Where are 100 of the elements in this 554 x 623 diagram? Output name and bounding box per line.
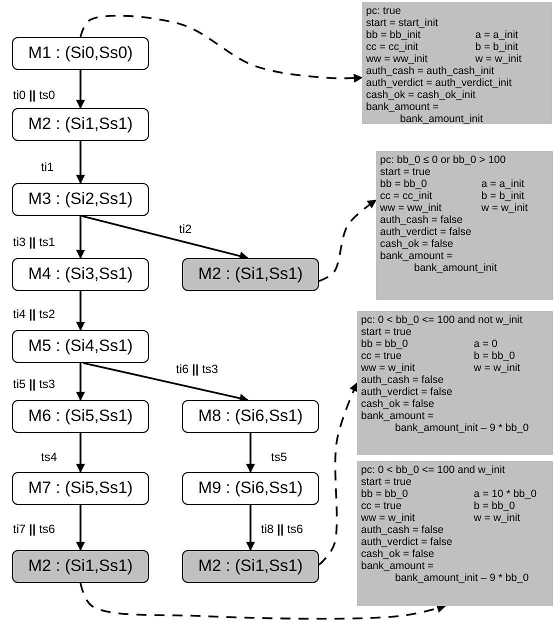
arrow: [76, 433, 85, 473]
edge-label: ti6 || ts3: [175, 362, 220, 376]
arrow: [76, 70, 85, 109]
assignment-text: w = w_init: [481, 202, 529, 214]
state-box: [12, 108, 149, 141]
assignment-text: b = bb_0: [474, 500, 516, 512]
arrow: [246, 433, 255, 473]
state-box: [12, 330, 149, 363]
state-label: M7 : (Si5,Ss1): [28, 479, 133, 498]
edge-label: ts4: [40, 450, 58, 464]
assignment-text: start = true: [361, 476, 412, 488]
assignment-text: cash_ok = false: [361, 398, 436, 410]
assignment-text: bank_amount = bank_amount_init: [366, 101, 484, 125]
edge-label: ti7 || ts6: [12, 522, 56, 536]
assignment-text: cc = cc_init: [366, 41, 420, 53]
assignment-text: bb = bb_0: [380, 178, 428, 190]
state-label: M6 : (Si5,Ss1): [28, 407, 133, 426]
assignment-text: pc: true: [366, 5, 402, 17]
assignment-text: cc = true: [361, 500, 403, 512]
arrow: [76, 363, 85, 401]
state-label: M2 : (Si1,Ss1): [198, 557, 303, 576]
state-box: [182, 400, 319, 433]
dashed-arrow: [318, 382, 358, 566]
assignment-text: w = w_init: [475, 53, 523, 65]
arrow: [246, 505, 255, 551]
assignment-text: b = b_init: [475, 41, 520, 53]
assignment-text: a = a_init: [475, 29, 520, 41]
assignment-text: auth_verdict = false: [380, 226, 472, 238]
state-label: M1 : (Si0,Ss0): [28, 44, 133, 63]
state-box: [12, 472, 149, 505]
arrow: [76, 505, 85, 551]
assignment-text: bank_amount = bank_amount_init – 9 * bb_0: [361, 560, 530, 584]
assignment-text: cc = cc_init: [380, 190, 434, 202]
arrow: [83, 362, 249, 403]
edge-label: ts5: [270, 450, 288, 464]
assignment-text: a = 10 * bb_0: [474, 488, 538, 500]
state-label: M9 : (Si6,Ss1): [198, 479, 303, 498]
assignment-text: auth_verdict = false: [361, 536, 454, 548]
state-box: [12, 400, 149, 433]
dashed-arrow: [318, 199, 377, 282]
assignment-text: auth_verdict = auth_verdict_init: [366, 77, 513, 89]
state-panel: [357, 311, 553, 455]
state-box: [182, 472, 319, 505]
assignment-text: cash_ok = false: [380, 238, 454, 250]
arrow: [76, 141, 85, 184]
edge-label: ti0 || ts0: [12, 88, 56, 102]
assignment-text: bank_amount = bank_amount_init – 9 * bb_0: [361, 410, 530, 434]
arrow: [76, 291, 85, 331]
assignment-text: b = b_init: [481, 190, 526, 202]
arrow: [76, 216, 85, 259]
assignment-text: auth_cash = false: [361, 374, 445, 386]
edge-label: ti8 || ts6: [260, 522, 304, 536]
assignment-text: ww = w_init: [361, 512, 416, 524]
state-box: [12, 183, 149, 216]
assignment-text: auth_verdict = false: [361, 386, 454, 398]
state-box: [12, 258, 149, 291]
edge-label: ti3 || ts1: [12, 235, 56, 249]
state-label: M2 : (Si1,Ss1): [198, 265, 303, 284]
assignment-text: cc = true: [361, 350, 403, 362]
assignment-text: ww = ww_init: [380, 202, 443, 214]
state-box: [182, 258, 319, 291]
edge-label: ti4 || ts2: [12, 307, 56, 321]
state-label: M5 : (Si4,Ss1): [28, 337, 133, 356]
edge-label: ti5 || ts3: [12, 377, 56, 391]
state-label: M4 : (Si3,Ss1): [28, 265, 133, 284]
assignment-text: cash_ok = false: [361, 548, 436, 560]
assignment-text: w = w_init: [474, 512, 522, 524]
assignment-text: bb = bb_init: [366, 29, 422, 41]
assignment-text: ww = w_init: [361, 362, 416, 374]
assignment-text: bank_amount = bank_amount_init: [380, 250, 498, 274]
assignment-text: start = true: [380, 166, 432, 178]
assignment-text: a = a_init: [481, 178, 526, 190]
dashed-arrow: [80, 582, 446, 620]
assignment-text: auth_cash = auth_cash_init: [366, 65, 496, 77]
assignment-text: start = true: [361, 326, 412, 338]
state-panel: [362, 2, 552, 124]
state-box: [12, 37, 149, 70]
state-panel: [357, 461, 553, 606]
assignment-text: bb = bb_0: [361, 488, 410, 500]
assignment-text: start = start_init: [366, 17, 440, 29]
assignment-text: pc: bb_0 ≤ 0 or bb_0 > 100: [380, 154, 507, 166]
state-label: M2 : (Si1,Ss1): [28, 557, 133, 576]
state-box: [182, 550, 319, 583]
state-label: M8 : (Si6,Ss1): [198, 407, 303, 426]
assignment-text: auth_cash = false: [361, 524, 445, 536]
arrow: [82, 215, 249, 260]
state-label: M3 : (Si2,Ss1): [28, 190, 133, 209]
assignment-text: w = w_init: [474, 362, 522, 374]
state-label: M2 : (Si1,Ss1): [28, 115, 133, 134]
state-panel: [376, 151, 553, 300]
assignment-text: bb = bb_0: [361, 338, 410, 350]
assignment-text: pc: 0 < bb_0 <= 100 and w_init: [361, 464, 506, 476]
assignment-text: auth_cash = false: [380, 214, 464, 226]
dashed-arrow: [80, 14, 363, 83]
assignment-text: pc: 0 < bb_0 <= 100 and not w_init: [361, 314, 524, 326]
edge-label: ti1: [40, 160, 55, 174]
edge-label: ti2: [178, 222, 193, 236]
assignment-text: cash_ok = cash_ok_init: [366, 89, 476, 101]
assignment-text: a = 0: [474, 338, 498, 350]
state-box: [12, 550, 149, 583]
